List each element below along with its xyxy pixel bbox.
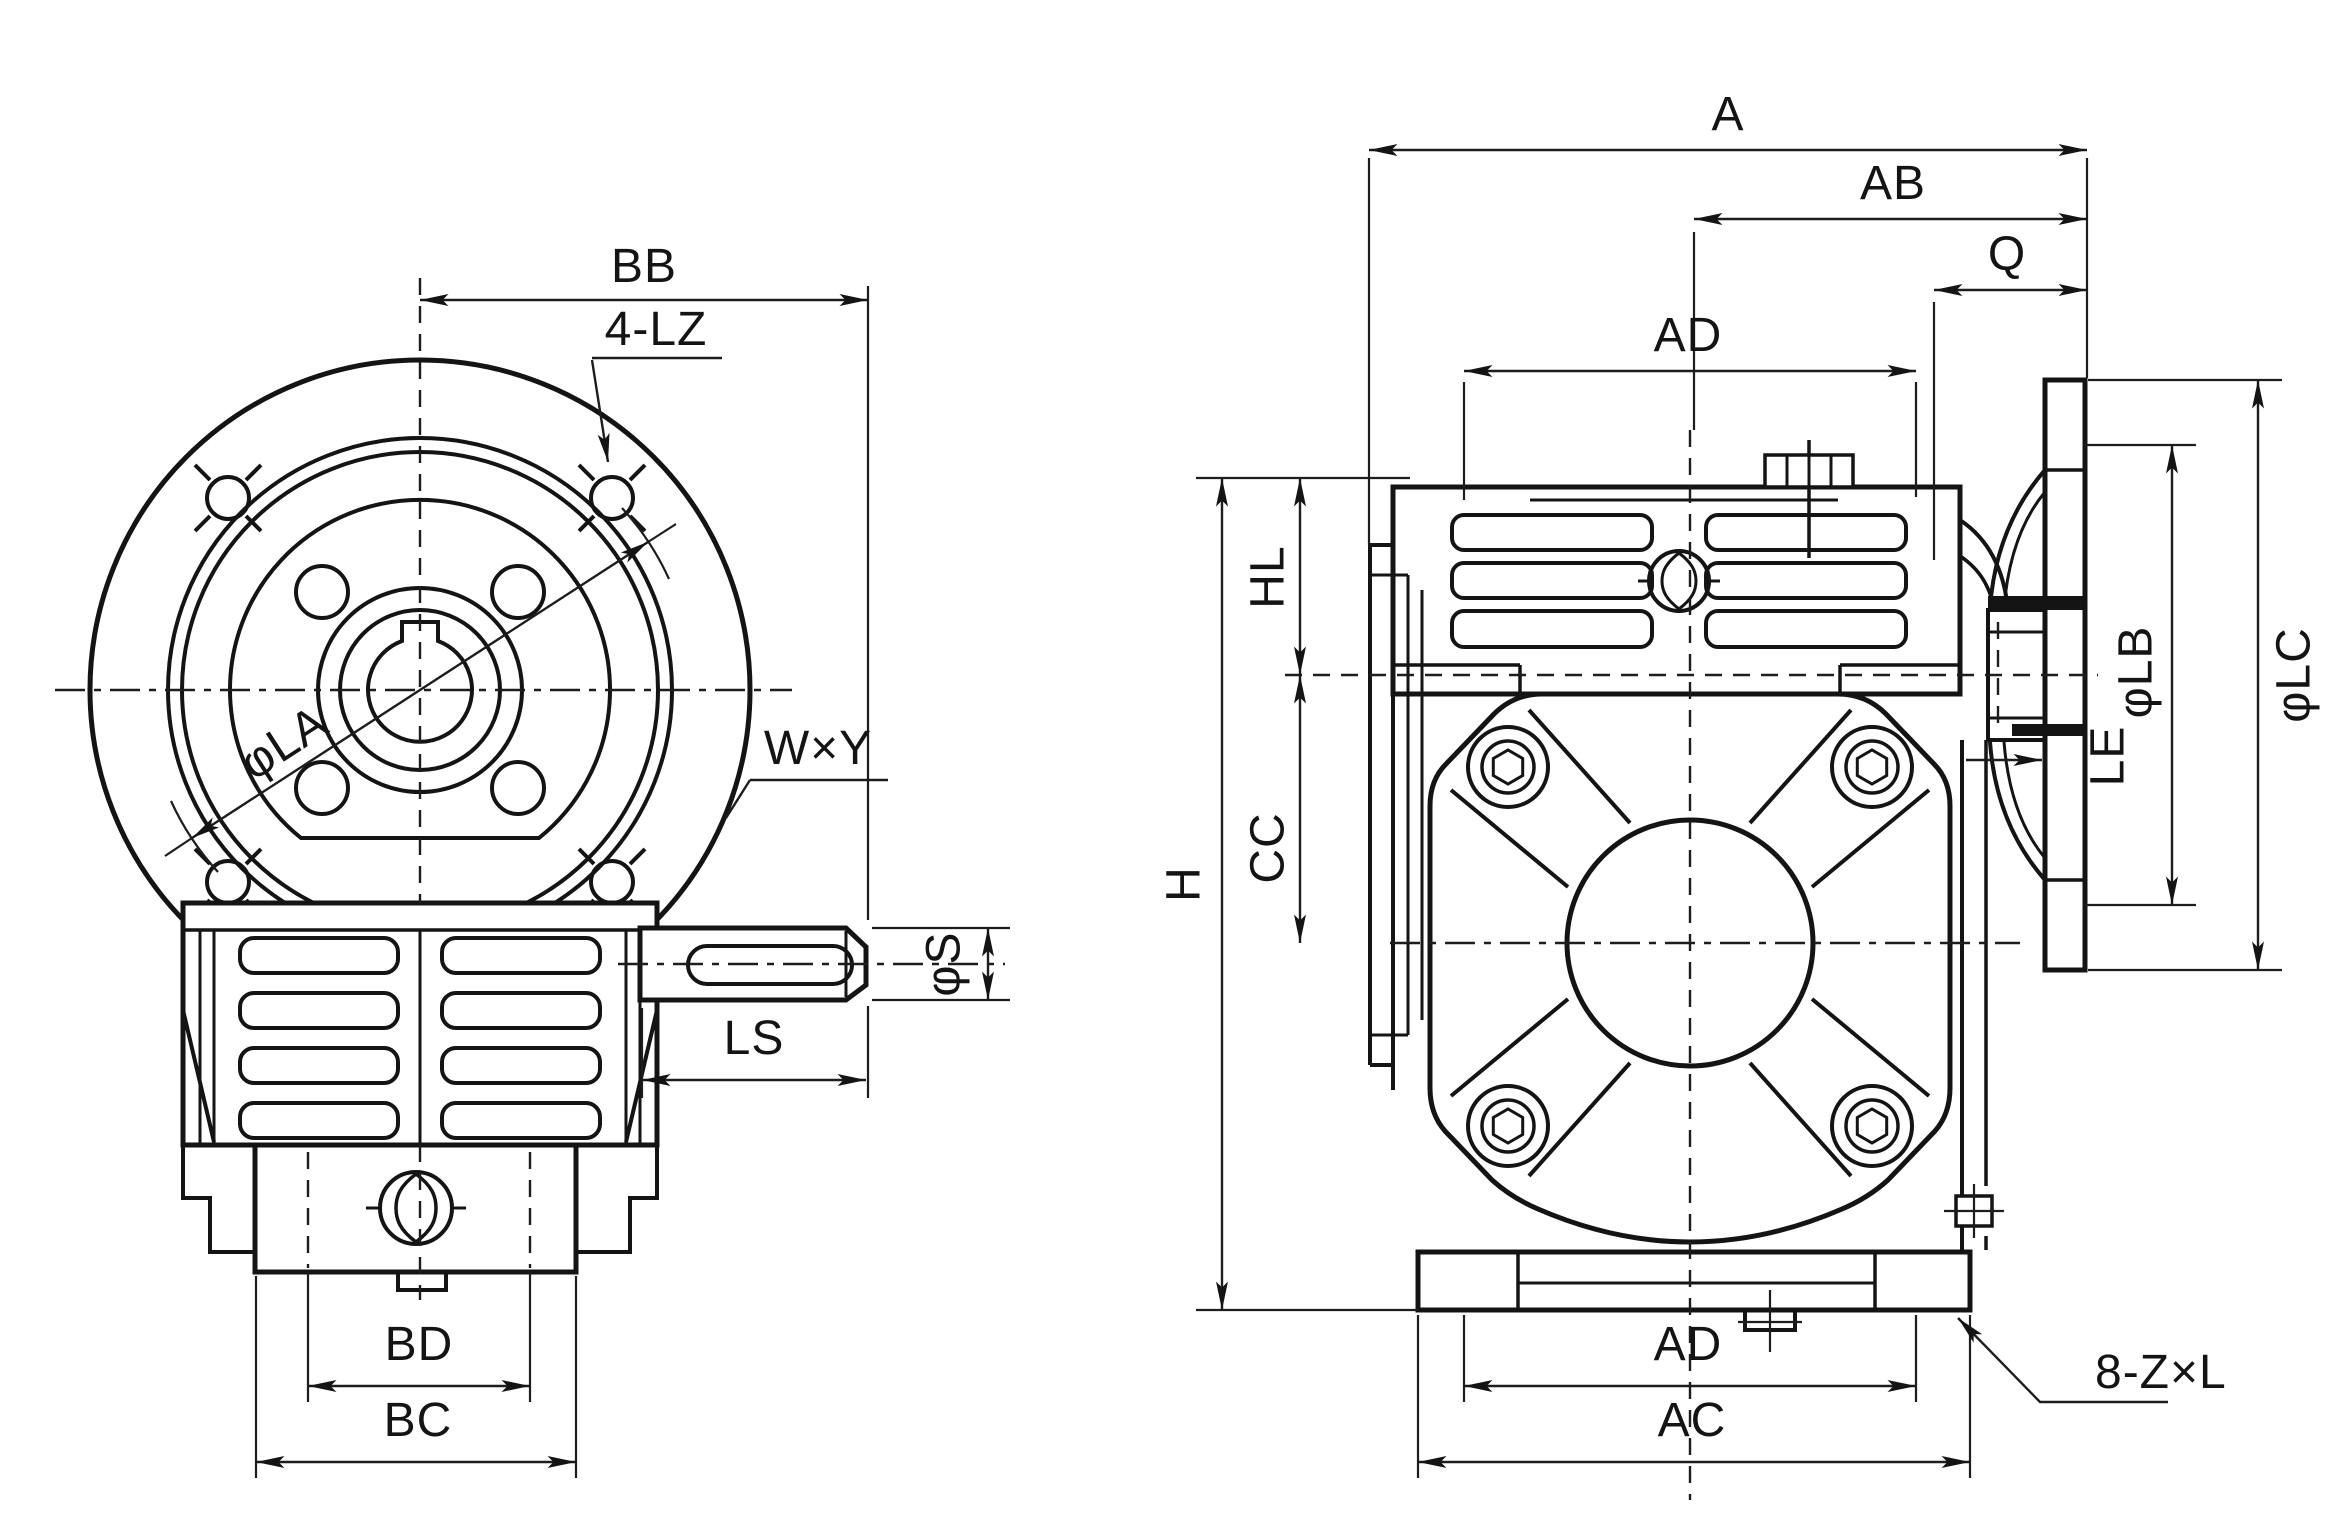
front-view: BB 4-LZ φLA W×Y φS [55,240,1010,1478]
dim-label-ad-bottom: AD [1654,1318,1723,1371]
oil-fill-plug [1638,549,1720,613]
hl-dimension: HL [1196,476,1410,675]
a-dimension: A [1367,88,2089,545]
ad-bottom-dimension: AD [1462,1315,1918,1402]
dim-label-ab: AB [1860,157,1926,210]
wy-callout: W×Y [724,722,888,819]
dim-label-hl: HL [1242,545,1295,608]
h-dimension: H [1158,478,1418,1312]
lc-dimension: φLC [2088,378,2321,972]
dim-label-zl: 8-Z×L [2095,1346,2227,1399]
side-oil-plug [1944,1184,2004,1238]
lb-dimension: φLB [2085,443,2196,907]
seal-section [1988,596,2083,610]
dim-label-bb: BB [611,240,677,293]
dim-label-le: LE [2082,726,2135,787]
dim-label-bc: BC [384,1394,453,1447]
side-mount-profile [1368,543,1424,1090]
dim-label-bd: BD [385,1318,454,1371]
ab-dimension: AB [1692,157,2087,430]
s-dimension: φS [872,926,1010,1002]
bc-dimension: BC [254,1276,578,1478]
worm-housing-top [1390,440,1963,697]
tapped-hole [577,463,647,533]
breather-plug [1763,440,1855,558]
dim-label-a: A [1711,88,1744,141]
oil-sump [252,1142,579,1292]
cc-dimension: CC [1242,675,1306,943]
ls-dimension: LS [640,1008,866,1098]
gearbox-face [1427,691,2004,1250]
corner-bolt [1830,1084,1914,1168]
corner-bolt [1466,1084,1550,1168]
zl-callout: 8-Z×L [1957,1317,2227,1404]
dim-label-ls: LS [724,1012,785,1065]
dim-label-cc: CC [1242,812,1295,883]
corner-ribs [1449,708,1931,1178]
base-foot [1415,1249,1973,1352]
lz-callout: 4-LZ [590,303,722,463]
gear-housing-fins [180,900,660,1254]
dim-label-4lz: 4-LZ [605,303,708,356]
side-view: A AB Q AD HL CC [1158,88,2321,1500]
drain-plug [366,1170,466,1246]
dim-label-lc: φLC [2268,627,2321,722]
dim-label-q: Q [1988,228,2026,281]
dim-label-s: φS [918,931,971,996]
dim-label-wy: W×Y [764,722,872,775]
tapped-hole [193,463,263,533]
corner-bolt [1466,725,1550,809]
seal-section [2012,724,2083,736]
dim-label-ad-top: AD [1654,309,1723,362]
q-dimension: Q [1932,228,2087,560]
le-dimension: LE [1966,726,2135,787]
dim-label-ac: AC [1658,1394,1727,1447]
centerlines-side [1285,430,2098,1500]
corner-bolt [1830,725,1914,809]
bb-dimension: BB [420,240,870,1098]
dim-label-lb: φLB [2110,626,2163,719]
ad-top-dimension: AD [1462,309,1918,500]
bd-dimension: BD [306,1272,532,1402]
dim-label-h: H [1158,866,1211,902]
